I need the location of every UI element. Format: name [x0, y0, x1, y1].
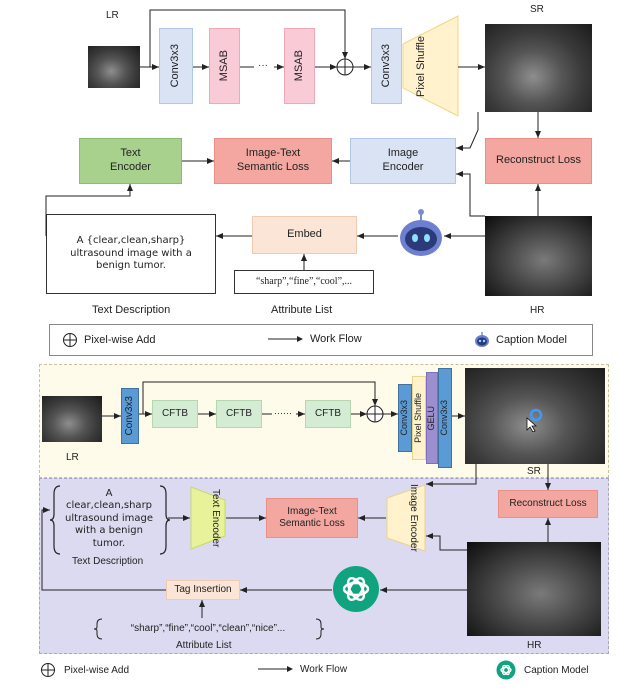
bottom-dots: ······ [274, 408, 292, 418]
bottom-legend-flow: Work Flow [258, 663, 347, 675]
pixel-add-icon [41, 663, 55, 677]
top-semantic-loss: Image-Text Semantic Loss [214, 138, 332, 184]
bottom-cftb3: CFTB [305, 400, 351, 428]
bottom-cftb1: CFTB [152, 400, 198, 428]
bottom-text-brace [50, 485, 170, 555]
bottom-hr-label: HR [527, 640, 542, 651]
top-sr-image [485, 24, 592, 112]
top-conv1-block: Conv3x3 [159, 28, 193, 104]
bottom-conv2-block: Conv3x3 [398, 384, 412, 452]
top-text-description: A {clear,clean,sharp} ultrasound image w… [46, 214, 216, 294]
top-hr-image [485, 216, 592, 296]
chatgpt-icon [496, 660, 516, 680]
bottom-text-encoder: Text Encoder [190, 486, 226, 550]
top-semantic-loss-label: Image-Text Semantic Loss [236, 147, 310, 173]
top-pixel-shuffle-shape [402, 15, 459, 117]
bottom-semantic-loss-label: Image-Text Semantic Loss [279, 505, 345, 530]
bottom-reconstruct-loss: Reconstruct Loss [498, 490, 598, 518]
top-image-encoder-label: Image Encoder [382, 147, 424, 173]
bottom-legend-flow-label: Work Flow [300, 663, 348, 675]
top-conv2-block: Conv3x3 [371, 28, 402, 104]
top-attribute-list-content: “sharp”,“fine”,“cool”,... [255, 275, 353, 287]
robot-icon [475, 332, 489, 347]
bottom-attribute-list: “sharp”,“fine”,“cool”,“clean”,“nice”... [94, 620, 322, 638]
bottom-legend-add-label: Pixel-wise Add [64, 664, 130, 676]
pixel-add-icon [63, 333, 77, 347]
bottom-sr-image [465, 368, 605, 464]
bottom-image-encoder-shape [386, 484, 426, 552]
top-text-encoder: Text Encoder [79, 138, 182, 184]
top-legend-caption: Caption Model [474, 331, 567, 348]
bottom-lr-image [42, 396, 102, 442]
bottom-lr-label: LR [66, 452, 79, 463]
bottom-conv1-block: Conv3x3 [121, 388, 139, 444]
bottom-reconstruct-loss-label: Reconstruct Loss [509, 497, 587, 509]
bottom-attr-brace [94, 618, 324, 640]
top-lr-image [88, 46, 140, 88]
bottom-sr-label: SR [527, 466, 541, 477]
bottom-tag-insertion: Tag Insertion [166, 580, 240, 600]
bottom-pixel-shuffle-block: Pixel Shuffle [412, 376, 426, 460]
bottom-flow-lines [41, 381, 551, 618]
top-legend-flow: Work Flow [268, 333, 362, 345]
top-attribute-list-label: Attribute List [271, 304, 333, 316]
top-image-encoder: Image Encoder [350, 138, 456, 184]
top-embed: Embed [252, 216, 357, 254]
top-lr-label: LR [106, 10, 119, 21]
top-reconstruct-loss-label: Reconstruct Loss [496, 154, 581, 167]
bottom-text-description-label: Text Description [72, 556, 144, 567]
arrow-icon [268, 336, 303, 342]
top-msab2-block: MSAB [284, 28, 315, 104]
top-sr-label: SR [530, 4, 544, 15]
top-dots: ··· [258, 60, 268, 71]
top-legend-flow-label: Work Flow [310, 333, 362, 345]
bottom-gelu-block: GELU [426, 372, 438, 464]
top-hr-label: HR [530, 305, 545, 316]
cursor-icon [526, 408, 543, 432]
bottom-semantic-loss: Image-Text Semantic Loss [266, 498, 358, 538]
top-legend-add-label: Pixel-wise Add [84, 334, 156, 346]
bottom-text-description-content: A clear,clean,sharp ultrasound image wit… [65, 487, 153, 549]
top-reconstruct-loss: Reconstruct Loss [485, 138, 592, 184]
top-text-description-content: A {clear,clean,sharp} ultrasound image w… [70, 235, 192, 272]
top-robot-icon [400, 209, 442, 256]
bottom-attribute-list-label: Attribute List [176, 640, 232, 651]
bottom-conv3-block: Conv3x3 [438, 368, 452, 468]
bottom-legend-caption-label: Caption Model [524, 664, 589, 676]
top-legend-add: Pixel-wise Add [62, 332, 156, 348]
bottom-attribute-list-content: “sharp”,“fine”,“cool”,“clean”,“nice”... [130, 622, 286, 634]
bottom-image-encoder-label: Image Encoder [408, 484, 419, 552]
bottom-cftb3-label: CFTB [314, 407, 342, 419]
top-legend-caption-label: Caption Model [496, 333, 567, 346]
bottom-text-description: A clear,clean,sharp ultrasound image wit… [50, 484, 168, 554]
bottom-cftb1-label: CFTB [161, 407, 189, 419]
bottom-cftb2: CFTB [216, 400, 262, 428]
top-embed-label: Embed [287, 228, 322, 241]
bottom-cftb2-label: CFTB [225, 407, 253, 419]
top-legend [49, 324, 593, 356]
bottom-text-encoder-label: Text Encoder [210, 488, 221, 548]
top-text-encoder-label: Text Encoder [110, 147, 151, 173]
bottom-tag-insertion-label: Tag Insertion [174, 583, 232, 595]
top-flow-lines [45, 9, 541, 270]
bottom-legend-add: Pixel-wise Add [40, 662, 129, 678]
bottom-image-encoder: Image Encoder [386, 484, 426, 552]
bottom-legend-caption: Caption Model [496, 660, 588, 680]
top-text-description-label: Text Description [92, 304, 171, 316]
bottom-hr-image [467, 542, 601, 636]
bottom-text-encoder-shape [190, 486, 226, 550]
arrow-icon [258, 666, 293, 672]
top-attribute-list: “sharp”,“fine”,“cool”,... [234, 270, 374, 294]
top-msab1-block: MSAB [209, 28, 240, 104]
chatgpt-icon [333, 566, 379, 612]
